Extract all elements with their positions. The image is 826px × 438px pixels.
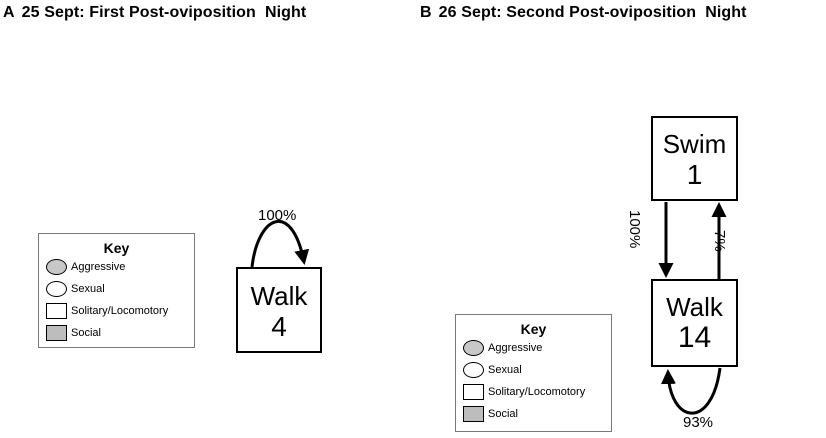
key-label: Aggressive [488, 342, 543, 354]
key-row-social: Social [39, 322, 194, 344]
key-row-aggressive: Aggressive [456, 337, 611, 359]
panel-b-walk-node: Walk 14 [651, 279, 738, 367]
social-rectangle-icon [463, 406, 484, 422]
panel-b-swim-label: Swim [662, 129, 727, 159]
key-row-social: Social [456, 403, 611, 425]
key-label: Solitary/Locomotory [488, 386, 586, 398]
panel-a-walk-node: Walk 4 [236, 267, 322, 353]
key-row-solitary: Solitary/Locomotory [456, 381, 611, 403]
aggressive-ellipse-icon [46, 259, 67, 275]
panel-b-title: B 26 Sept: Second Post-oviposition Night [420, 4, 747, 22]
key-label: Solitary/Locomotory [71, 305, 169, 317]
key-label: Sexual [488, 364, 522, 376]
key-label: Sexual [71, 283, 105, 295]
sexual-ellipse-icon [46, 281, 67, 297]
panel-b-walk-count: 14 [677, 321, 712, 354]
panel-a-letter: A [3, 4, 15, 21]
key-row-aggressive: Aggressive [39, 256, 194, 278]
panel-b-walk-self-loop-arrow [660, 367, 722, 415]
sexual-ellipse-icon [463, 362, 484, 378]
panel-b-title-text: 26 Sept: Second Post-oviposition Night [438, 4, 747, 21]
key-row-sexual: Sexual [456, 359, 611, 381]
panel-b-key: Key Aggressive Sexual Solitary/Locomotor… [455, 314, 612, 432]
panel-b-walk-to-swim-label: 7% [711, 230, 728, 252]
panel-a-title: A 25 Sept: First Post-oviposition Night [3, 4, 306, 22]
key-title: Key [520, 321, 547, 337]
panel-a-walk-count: 4 [271, 311, 287, 342]
social-rectangle-icon [46, 325, 67, 341]
panel-a-walk-self-loop-label: 100% [258, 207, 297, 224]
panel-b-letter: B [420, 4, 432, 21]
key-row-solitary: Solitary/Locomotory [39, 300, 194, 322]
panel-b-walk-label: Walk [666, 292, 723, 322]
key-label: Aggressive [71, 261, 126, 273]
panel-b-swim-count: 1 [686, 159, 703, 190]
key-label: Social [488, 408, 518, 420]
solitary-rectangle-icon [46, 303, 67, 319]
panel-a-key: Key Aggressive Sexual Solitary/Locomotor… [38, 233, 195, 348]
key-row-sexual: Sexual [39, 278, 194, 300]
panel-a-title-text: 25 Sept: First Post-oviposition Night [21, 4, 307, 21]
key-title: Key [103, 240, 130, 256]
aggressive-ellipse-icon [463, 340, 484, 356]
panel-a-walk-label: Walk [250, 281, 308, 311]
key-label: Social [71, 327, 101, 339]
panel-b-walk-self-loop-label: 93% [683, 414, 714, 431]
panel-b-swim-to-walk-label: 100% [626, 210, 643, 249]
panel-b-swim-node: Swim 1 [651, 116, 738, 201]
solitary-rectangle-icon [463, 384, 484, 400]
panel-a-walk-self-loop-arrow [250, 219, 310, 268]
